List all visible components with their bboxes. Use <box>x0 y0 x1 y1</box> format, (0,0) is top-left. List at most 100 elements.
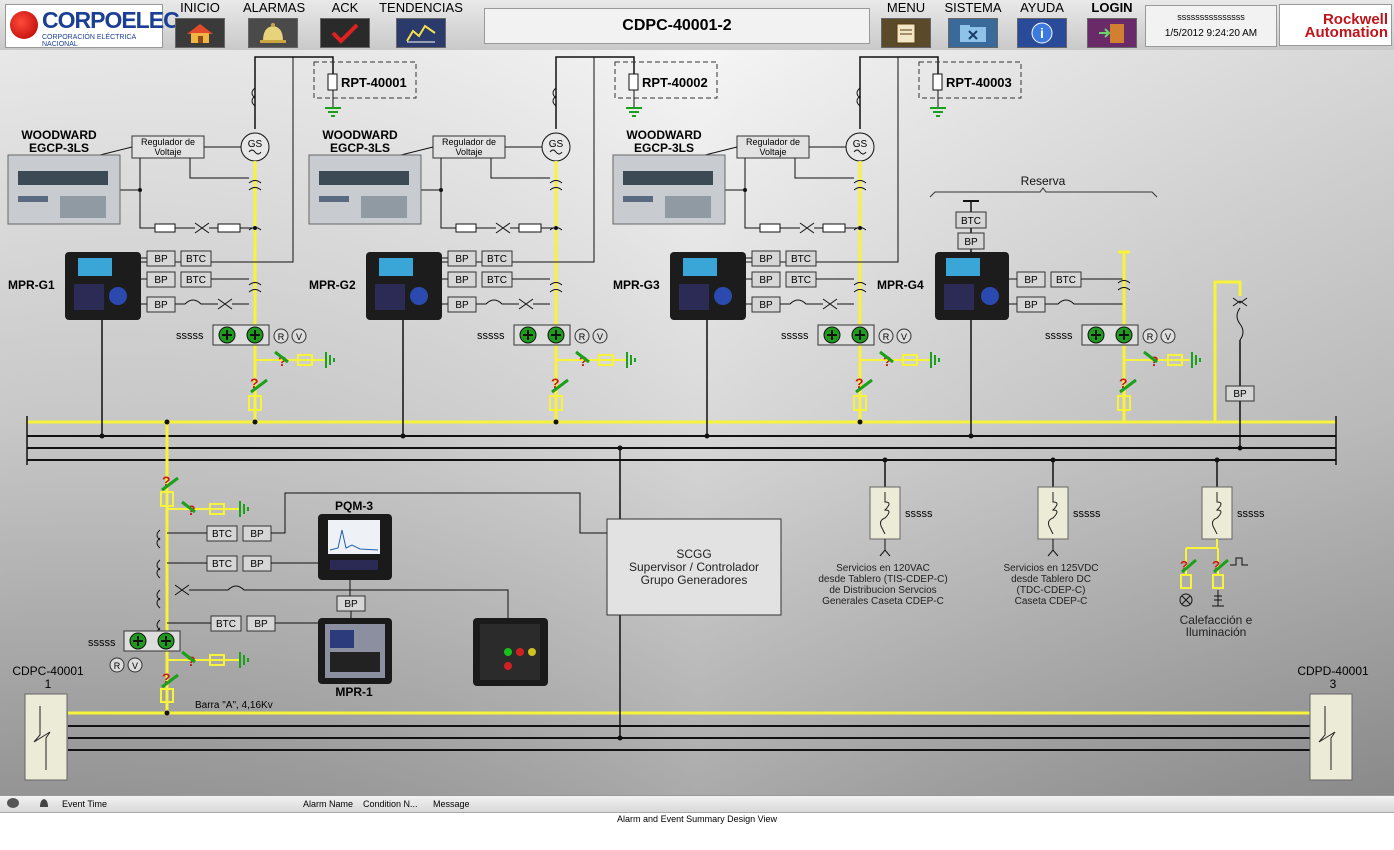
reserve-btc-label: BTC <box>961 216 981 227</box>
right-panel-line1: CDPD-40001 <box>1297 664 1369 678</box>
nav-ayuda-button[interactable]: AYUDA i <box>1017 0 1067 48</box>
nav-login-button[interactable]: LOGIN <box>1087 0 1137 48</box>
feeder-desc-1-1: desde Tablero (TIS-CDEP-C) <box>818 574 947 585</box>
left-panel-line2: 1 <box>45 677 52 691</box>
alarm-filter-icon[interactable] <box>6 797 20 811</box>
feeder-desc-1-3: Generales Caseta CDEP-C <box>822 596 944 607</box>
nav-sistema-label: SISTEMA <box>944 0 1002 15</box>
regulator-text1-2: Regulador de <box>442 137 496 147</box>
relay-device-g3[interactable] <box>670 252 746 320</box>
bus-a-label: Barra "A", 4,16Kv <box>195 700 273 711</box>
gen1-status: sssss <box>176 330 204 342</box>
woodward-label-3: WOODWARD <box>626 128 702 142</box>
nav-tendencias-button[interactable]: TENDENCIAS <box>375 0 467 48</box>
scgg-line3: Grupo Generadores <box>641 573 748 587</box>
nav-sistema-button[interactable]: SISTEMA <box>942 0 1004 48</box>
regulator-text2-3: Voltaje <box>759 147 786 157</box>
incoming-breaker-controls[interactable] <box>123 630 181 652</box>
reserve-btc-box <box>955 211 987 229</box>
pqm-meter[interactable] <box>318 514 392 580</box>
gen3-r-button[interactable]: R <box>883 332 890 342</box>
inc-btc2: BTC <box>212 559 232 570</box>
gen3-v-button[interactable]: V <box>901 332 907 342</box>
relay-device-g4[interactable] <box>935 252 1009 320</box>
gen1-btc-3: BTC <box>186 275 206 286</box>
left-panel-cdpc[interactable]: CDPC-40001 1 <box>12 664 84 781</box>
nav-inicio-button[interactable]: INICIO <box>175 0 225 48</box>
relay-device-g1[interactable] <box>65 252 141 320</box>
brand-line2: Automation <box>1304 24 1388 41</box>
gen1-bp-4: BP <box>154 300 168 311</box>
egcp-label-3: EGCP-3LS <box>634 141 694 155</box>
woodward-controller-3[interactable] <box>612 154 726 225</box>
feeder-status-3: sssss <box>1237 508 1265 520</box>
incoming-v[interactable]: V <box>132 661 138 671</box>
breaker-controls-g2[interactable] <box>513 324 571 346</box>
alarm-summary-panel: Event Time Alarm Name Condition N... Mes… <box>0 795 1394 850</box>
relay-label-g3: MPR-G3 <box>613 278 660 292</box>
pqm-label: PQM-3 <box>335 499 373 513</box>
alarm-bell-icon[interactable] <box>38 797 50 811</box>
gen1-btc-1: BTC <box>186 254 206 265</box>
check-icon[interactable] <box>320 18 370 48</box>
scgg-controller[interactable]: SCGG Supervisor / Controlador Grupo Gene… <box>606 445 782 741</box>
gen1-bp-0: BP <box>154 254 168 265</box>
session-info: sssssssssssssss 1/5/2012 9:24:20 AM <box>1145 5 1277 47</box>
gen2-r-button[interactable]: R <box>579 332 586 342</box>
lower-busbar <box>68 711 1310 751</box>
reserve-r-label[interactable]: R <box>1147 332 1154 342</box>
gen1-r-button[interactable]: R <box>278 332 285 342</box>
gen2-v-button[interactable]: V <box>597 332 603 342</box>
svg-text:?: ? <box>162 473 171 489</box>
col-alarm-name[interactable]: Alarm Name <box>303 799 354 809</box>
woodward-controller-2[interactable] <box>308 154 422 225</box>
generator-label-3: GS <box>853 139 868 150</box>
trend-chart-icon[interactable] <box>396 18 446 48</box>
gen1-v-button[interactable]: V <box>296 332 302 342</box>
gen2-status: sssss <box>477 330 505 342</box>
generator-label-2: GS <box>549 139 564 150</box>
reserve-status: sssss <box>1045 330 1073 342</box>
regulator-text2-1: Voltaje <box>154 147 181 157</box>
nav-ack-button[interactable]: ACK <box>320 0 370 48</box>
right-panel-cdpd[interactable]: CDPD-40001 3 <box>1297 664 1369 781</box>
folder-icon[interactable] <box>948 18 998 48</box>
rpt-label-1: RPT-40001 <box>341 75 407 90</box>
scgg-line1: SCGG <box>676 547 711 561</box>
nav-alarmas-button[interactable]: ALARMAS <box>243 0 305 48</box>
col-condition-name[interactable]: Condition N... <box>363 799 418 809</box>
gen3-btc-3: BTC <box>791 275 811 286</box>
reserve-label: Reserva <box>1021 174 1066 188</box>
breaker-controls-g1[interactable] <box>212 324 270 346</box>
svg-text:?: ? <box>855 375 864 391</box>
auxiliary-controller[interactable] <box>473 618 548 686</box>
rpt-box-1 <box>313 61 417 99</box>
woodward-controller-1[interactable] <box>7 154 121 225</box>
svg-text:?: ? <box>162 670 171 686</box>
col-message[interactable]: Message <box>433 799 470 809</box>
scgg-line2: Supervisor / Controlador <box>629 560 759 574</box>
reserve-v-label[interactable]: V <box>1165 332 1171 342</box>
relay-device-g2[interactable] <box>366 252 442 320</box>
relay-label-g1: MPR-G1 <box>8 278 55 292</box>
door-icon[interactable] <box>1087 18 1137 48</box>
mpr1-relay[interactable] <box>318 618 392 684</box>
clipboard-icon[interactable] <box>881 18 931 48</box>
regulator-text2-2: Voltaje <box>455 147 482 157</box>
gen2-bp-2: BP <box>455 275 469 286</box>
incoming-r[interactable]: R <box>114 661 121 671</box>
nav-menu-label: MENU <box>886 0 926 15</box>
nav-menu-button[interactable]: MENU <box>881 0 931 48</box>
feeder-desc-3-0: Calefacción e <box>1180 613 1253 627</box>
gen3-bp-4: BP <box>759 300 773 311</box>
reserve-bp-label: BP <box>964 237 978 248</box>
bell-icon[interactable] <box>248 18 298 48</box>
breaker-controls-g3[interactable] <box>817 324 875 346</box>
info-icon[interactable]: i <box>1017 18 1067 48</box>
reserve-breaker-controls[interactable] <box>1081 324 1139 346</box>
reserve-group: Reserva BTC BP MPR-G4 BP BTC BP sssss <box>877 174 1201 439</box>
house-icon[interactable] <box>175 18 225 48</box>
col-event-time[interactable]: Event Time <box>62 799 108 809</box>
gen2-bp-4: BP <box>455 300 469 311</box>
